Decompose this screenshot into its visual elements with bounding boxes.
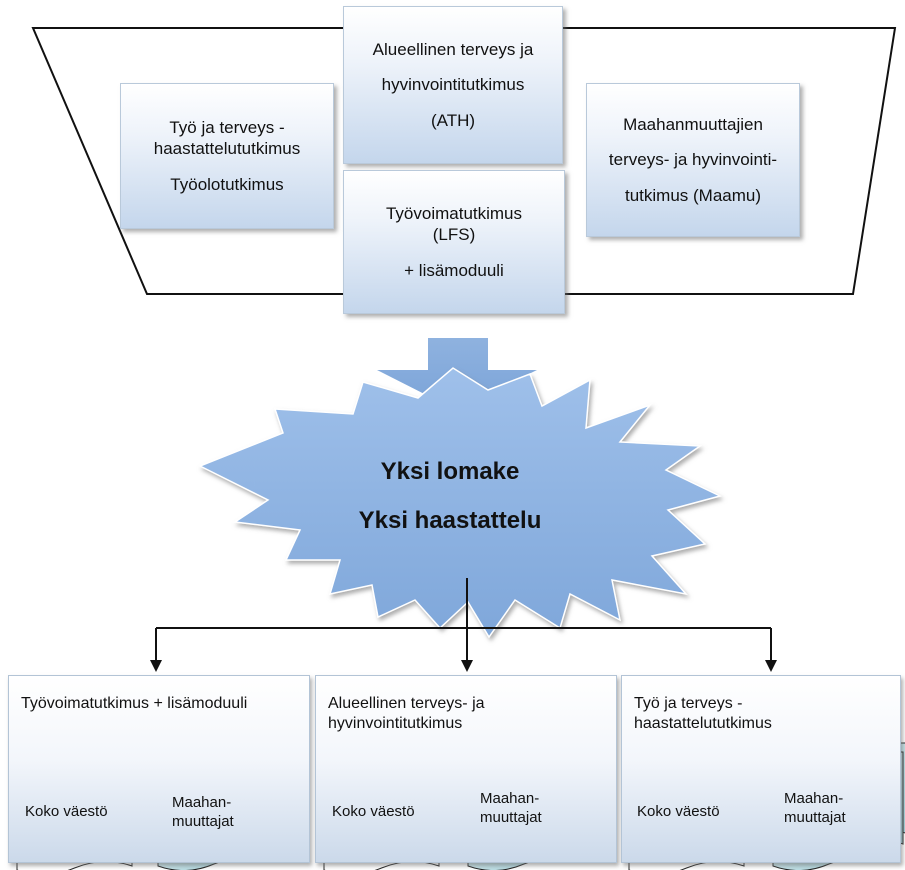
panel-title: Työ ja terveys - haastattelututkimus <box>634 694 905 734</box>
source-lfs: Työvoimatutkimus (LFS) + lisämoduuli <box>343 170 565 314</box>
doc-label-koko-vaesto: Koko väestö <box>25 803 108 820</box>
ath-line-2: hyvinvointitutkimus <box>381 75 525 95</box>
lfs-line-3: + lisämoduuli <box>404 260 504 280</box>
output-panel-lfs: Työvoimatutkimus + lisämoduuli <box>8 675 310 863</box>
starburst-shape <box>198 367 723 639</box>
panel-title-line: Työvoimatutkimus + lisämoduuli <box>21 695 248 712</box>
doc-label-koko-vaesto: Koko väestö <box>637 803 720 820</box>
doc-label-maahanmuuttajat: Maahan- muuttajat <box>480 790 542 828</box>
burst-line-1: Yksi lomake <box>380 458 520 485</box>
panel-title-line: Työ ja terveys - <box>634 695 743 712</box>
panel-title: Työvoimatutkimus + lisämoduuli <box>21 694 301 714</box>
doc-label-line: muuttajat <box>480 808 542 826</box>
lfs-line-1: Työvoimatutkimus <box>385 204 523 224</box>
doc-label-line: muuttajat <box>784 808 846 826</box>
tyo-line-3: Työolotutkimus <box>170 174 284 194</box>
source-ath: Alueellinen terveys ja hyvinvointitutkim… <box>343 6 563 164</box>
panel-title-line: Alueellinen terveys- ja <box>328 695 485 712</box>
output-panel-tyo-terveys: Työ ja terveys - haastattelututkimus <box>621 675 901 863</box>
doc-label-line: Maahan- <box>172 794 232 811</box>
ath-line-3: (ATH) <box>430 110 476 130</box>
doc-label-line: Maahan- <box>480 790 540 807</box>
doc-label-maahanmuuttajat: Maahan- muuttajat <box>172 794 234 832</box>
ath-line-1: Alueellinen terveys ja <box>372 40 534 60</box>
maamu-line-2: terveys- ja hyvinvointi- <box>608 150 778 170</box>
panel-title: Alueellinen terveys- ja hyvinvointitutki… <box>328 694 608 734</box>
doc-label-maahanmuuttajat: Maahan- muuttajat <box>784 790 846 828</box>
burst-line-2: Yksi haastattelu <box>358 507 542 534</box>
tyo-line-1: Työ ja terveys - <box>169 118 285 138</box>
connector-lines <box>155 578 772 664</box>
doc-label-koko-vaesto: Koko väestö <box>332 803 415 820</box>
tyo-line-2: haastattelututkimus <box>153 139 301 159</box>
panel-title-line: haastattelututkimus <box>634 715 772 732</box>
arrowheads <box>150 660 777 672</box>
output-panel-ath: Alueellinen terveys- ja hyvinvointitutki… <box>315 675 617 863</box>
doc-label-line: muuttajat <box>172 812 234 830</box>
lfs-line-2: (LFS) <box>432 225 476 245</box>
source-maamu: Maahanmuuttajien terveys- ja hyvinvointi… <box>586 83 800 237</box>
doc-label-line: Maahan- <box>784 790 844 807</box>
maamu-line-1: Maahanmuuttajien <box>623 115 763 135</box>
panel-title-line: hyvinvointitutkimus <box>328 715 463 732</box>
funnel-outline <box>31 27 897 295</box>
source-tyo-terveys: Työ ja terveys - haastattelututkimus Työ… <box>120 83 334 229</box>
maamu-line-3: tutkimus (Maamu) <box>624 185 762 205</box>
